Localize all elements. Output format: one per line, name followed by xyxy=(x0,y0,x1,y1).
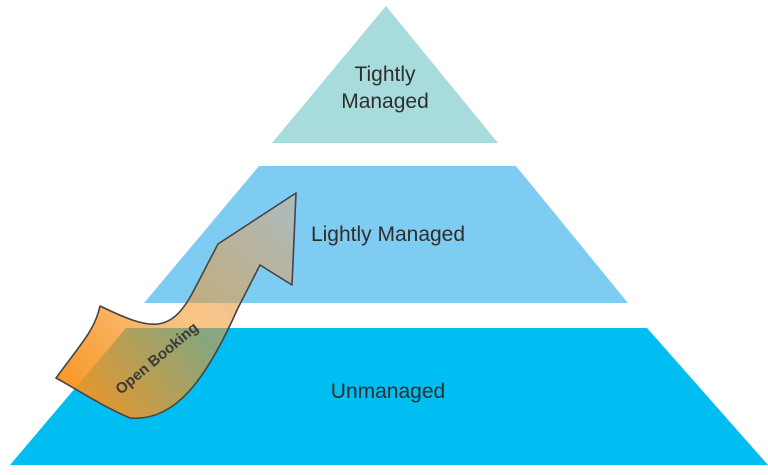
middle-tier-label: Lightly Managed xyxy=(311,223,465,246)
bottom-tier-label: Unmanaged xyxy=(331,380,445,403)
top-tier-label-line2: Managed xyxy=(341,90,429,113)
curved-up-arrow-icon xyxy=(55,192,297,419)
top-tier-label-line1: Tightly xyxy=(354,63,416,86)
pyramid-top-tier xyxy=(272,6,498,143)
open-booking-arrow xyxy=(55,192,297,419)
